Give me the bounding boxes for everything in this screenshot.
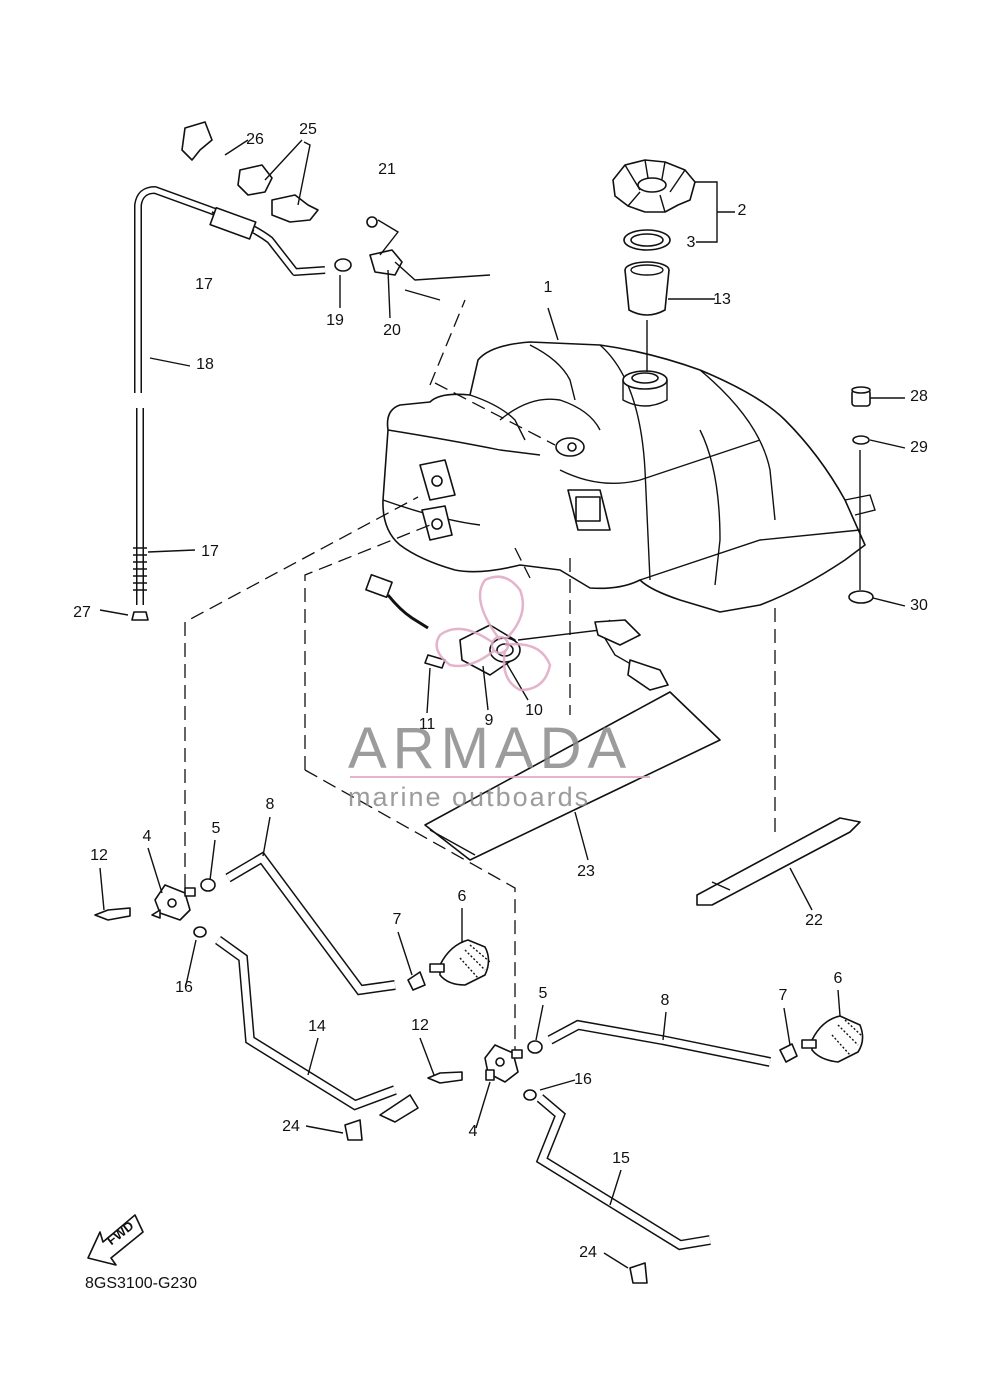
hose-clamp-left[interactable] [344, 1119, 363, 1141]
fuel-hose-right[interactable] [523, 1019, 798, 1251]
fuel-filter-left[interactable] [429, 939, 491, 986]
callout-24: 24 [282, 1118, 300, 1135]
hose-clips[interactable] [181, 121, 319, 223]
watermark-brand: ARMADA [348, 716, 632, 781]
callout-23: 23 [577, 863, 595, 880]
callout-22: 22 [805, 912, 823, 929]
callout-11: 11 [419, 716, 436, 733]
breather-hose[interactable] [134, 186, 326, 393]
callout-21: 21 [378, 161, 396, 178]
callout-14: 14 [308, 1018, 326, 1035]
callout-7: 7 [393, 911, 402, 928]
cap-gasket[interactable] [623, 229, 671, 251]
callout-12: 12 [90, 847, 108, 864]
callout-9: 9 [485, 712, 494, 729]
callout-8: 8 [266, 796, 275, 813]
fuel-cock-left[interactable] [94, 884, 196, 921]
diagram-code: 8GS3100-G230 [85, 1275, 197, 1292]
fuel-filler-filter[interactable] [624, 261, 670, 316]
callout-10: 10 [525, 702, 543, 719]
callout-6: 6 [458, 888, 467, 905]
callout-1: 1 [544, 279, 553, 296]
callout-8: 8 [661, 992, 670, 1009]
callout-29: 29 [910, 439, 928, 456]
callout-18: 18 [196, 356, 214, 373]
breather-hose-lower[interactable] [131, 408, 149, 621]
tank-damper[interactable] [848, 590, 874, 604]
callout-17: 17 [201, 543, 219, 560]
fuel-cap[interactable] [612, 159, 696, 213]
callout-7: 7 [779, 987, 788, 1004]
callout-4: 4 [143, 828, 152, 845]
tank-rubber-strip[interactable] [696, 817, 861, 906]
callout-12: 12 [411, 1017, 429, 1034]
callout-26: 26 [246, 131, 264, 148]
callout-4: 4 [469, 1123, 478, 1140]
fwd-arrow-icon: FWD [87, 1214, 144, 1266]
callout-20: 20 [383, 322, 401, 339]
callout-16: 16 [175, 979, 193, 996]
callout-17: 17 [195, 276, 213, 293]
callout-28: 28 [910, 388, 928, 405]
fuel-filter-right[interactable] [801, 1015, 864, 1063]
fuel-cock-right[interactable] [427, 1044, 523, 1084]
callout-25: 25 [299, 121, 317, 138]
callout-19: 19 [326, 312, 344, 329]
callout-6: 6 [834, 970, 843, 987]
callout-15: 15 [612, 1150, 630, 1167]
watermark-tagline: marine outboards [348, 782, 590, 812]
fuel-tank[interactable] [382, 341, 876, 613]
callout-13: 13 [713, 291, 731, 308]
fuel-sender-unit[interactable] [365, 573, 669, 691]
hose-clamp-right[interactable] [629, 1262, 648, 1284]
callout-16: 16 [574, 1071, 592, 1088]
tank-washer[interactable] [852, 435, 870, 445]
leader-lines [99, 816, 841, 1269]
armada-watermark: ARMADA marine outboards [348, 575, 650, 812]
propeller-logo-icon [435, 575, 552, 692]
callout-30: 30 [910, 597, 928, 614]
callout-3: 3 [687, 234, 696, 251]
callout-2: 2 [738, 202, 747, 219]
reference-lines [184, 299, 776, 1050]
callout-5: 5 [539, 985, 548, 1002]
breather-joint[interactable] [334, 216, 491, 301]
tank-bolt-cap[interactable] [851, 386, 871, 407]
callout-24: 24 [579, 1244, 597, 1261]
fuel-hose-left[interactable] [193, 851, 426, 1123]
callout-5: 5 [212, 820, 221, 837]
callout-27: 27 [73, 604, 91, 621]
